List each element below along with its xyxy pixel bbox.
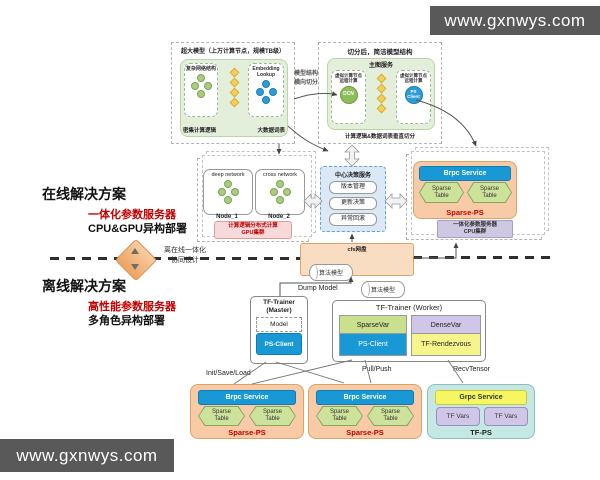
decision-item-update: 更新决策 (329, 197, 377, 210)
divider-line (152, 257, 300, 260)
online-sparse-ps-box: Brpc Service Sparse Table Sparse Table S… (406, 147, 549, 240)
main-graph-service: 主图服务 虚拟计算节点 远程计算 DCN 虚拟计算节点 远程计算 PS Clie… (327, 58, 435, 130)
tf-trainer-worker-box: TF-Trainer (Worker) SparseVar PS-Client … (332, 300, 486, 362)
sparse-table-hex: Sparse Table (198, 406, 245, 426)
offline-sub-red: 高性能参数服务器 (88, 301, 176, 313)
gpu-cluster-box: deep network cross network Node_1 Node_2… (197, 151, 316, 242)
ps-client-box: PS-Client (339, 333, 407, 356)
sparse-ps-name: Sparse-PS (228, 428, 266, 437)
complex-network-label: 复杂网络结构 (185, 66, 216, 72)
dense-compute-label: 密集计算逻辑 (183, 128, 217, 134)
master-title: TF-Trainer (Master) (263, 299, 295, 314)
dump-model-label: Dump Model (298, 285, 338, 292)
embedding-label-2: Lookup (256, 72, 276, 78)
grpc-service-bar: Grpc Service (435, 390, 527, 405)
sparse-var-box: SparseVar (339, 315, 407, 335)
dense-var-box: DenseVar (411, 315, 481, 335)
algo-model-cylinder: 算法模型 (361, 281, 405, 298)
split-direction-label: 模型结构 横向切分 (293, 71, 318, 86)
dcn-node-icon: DCN (339, 85, 358, 104)
sparse-ps-box-1: Brpc Service Sparse Table Sparse Table S… (190, 384, 304, 439)
tf-ps-box: Grpc Service TF Vars TF Vars TF-PS (427, 384, 535, 439)
brpc-service-bar: Brpc Service (316, 390, 414, 405)
init-save-load-label: Init/Save/Load (206, 370, 251, 377)
offline-section-title: 离线解决方案 (42, 278, 126, 294)
tf-rendezvous-box: TF-Rendezvous (411, 333, 481, 356)
cfs-title: cfs网盘 (347, 247, 367, 253)
cross-network-node: cross network (255, 169, 305, 215)
virtual-node-panel-right: 虚拟计算节点 远程计算 PS Client (396, 70, 431, 124)
online-sub-red: 一体化参数服务器 (88, 209, 176, 221)
tf-vars-box: TF Vars (484, 407, 528, 426)
master-to-sparse2-line (275, 361, 345, 384)
decision-item-version: 版本管理 (329, 181, 377, 194)
sparse-ps-box-2: Brpc Service Sparse Table Sparse Table S… (308, 384, 422, 439)
gpu-cluster-label: 计算逻辑分布式计算 GPU集群 (214, 221, 292, 239)
tf-ps-name: TF-PS (470, 428, 492, 437)
tf-vars-box: TF Vars (436, 407, 480, 426)
green-graph-icon (185, 74, 217, 98)
big-vocab-label: 大数据词表 (257, 128, 285, 134)
green-graph-icon (256, 180, 304, 204)
decision-item-rollback: 异常回滚 (329, 213, 377, 226)
watermark-banner-top: www.gxnwys.com (430, 6, 600, 35)
recv-tensor-label: RecvTensor (453, 366, 490, 373)
offline-sub-black: 多角色异构部署 (88, 315, 165, 327)
decision-title: 中心决策服务 (334, 173, 371, 179)
watermark-banner-bottom: www.gxnwys.com (0, 439, 174, 472)
cfs-disk-bar: cfs网盘 算法模型 算法模型 (300, 243, 414, 298)
huge-model-box: 超大模型（上万计算节点，规模TB级） 复杂网络结构 Embedding Look… (171, 42, 295, 144)
codesign-note: 离在线一体化 协同设计 (164, 247, 206, 265)
algo-model-cylinder: 算法模型 (309, 264, 353, 281)
embedding-panel: Embedding Lookup (248, 63, 284, 117)
virtual-node-panel-left: 虚拟计算节点 远程计算 DCN (331, 70, 366, 124)
online-sub-black: CPU&GPU异构部署 (88, 223, 188, 235)
embedding-label-1: Embedding (252, 66, 280, 72)
vertical-double-arrow (344, 144, 360, 167)
divider-line (50, 257, 118, 260)
sparse-ps-name: Sparse-PS (346, 428, 384, 437)
simplified-model-title: 切分后，简洁模型结构 (347, 49, 413, 56)
sparse-table-hex: Sparse Table (249, 406, 296, 426)
decision-service-box: 中心决策服务 版本管理 更新决策 异常回滚 (320, 166, 386, 232)
brpc-service-bar: Brpc Service (419, 166, 511, 181)
ps-client-node-icon: PS Client (404, 85, 423, 104)
main-graph-label: 主图服务 (368, 63, 393, 69)
complex-network-panel: 复杂网络结构 (184, 63, 218, 117)
model-box: Model (256, 317, 302, 332)
cpu-cluster-label: 一体化参数服务器 CPU集群 (437, 220, 513, 238)
blue-graph-icon (249, 80, 283, 104)
huge-model-title: 超大模型（上万计算节点，规模TB级） (181, 49, 285, 55)
divider-line (413, 256, 557, 259)
vertical-split-label: 计算逻辑&数据词表垂直切分 (345, 134, 415, 140)
online-offline-diamond-icon (114, 238, 158, 282)
sparse-ps-online: Brpc Service Sparse Table Sparse Table S… (413, 161, 517, 219)
sparse-table-hex: Sparse Table (316, 406, 363, 426)
sparse-ps-name: Sparse-PS (446, 208, 484, 217)
deep-network-node: deep network (203, 169, 253, 215)
online-section-title: 在线解决方案 (42, 186, 126, 202)
huge-model-graph: 复杂网络结构 Embedding Lookup 密集计算逻辑 大数据词表 (180, 59, 288, 137)
green-graph-icon (204, 180, 252, 204)
sparse-table-hex: Sparse Table (367, 406, 414, 426)
node2-label: Node_2 (268, 214, 290, 220)
simplified-model-box: 切分后，简洁模型结构 主图服务 虚拟计算节点 远程计算 DCN 虚拟计算节点 远… (318, 42, 442, 144)
node1-label: Node_1 (216, 214, 238, 220)
sparse-table-hex: Sparse Table (467, 182, 512, 203)
graph-spine-icon (376, 72, 386, 115)
brpc-service-bar: Brpc Service (198, 390, 296, 405)
right-double-arrow (384, 193, 408, 209)
ps-client-box: PS-Client (256, 333, 302, 355)
sparse-table-hex: Sparse Table (419, 182, 464, 203)
worker-title: TF-Trainer (Worker) (375, 303, 443, 312)
tf-trainer-master-box: TF-Trainer (Master) Model PS-Client (250, 296, 308, 364)
pull-push-label: Pull/Push (362, 366, 392, 373)
graph-spine-icon (229, 66, 239, 109)
